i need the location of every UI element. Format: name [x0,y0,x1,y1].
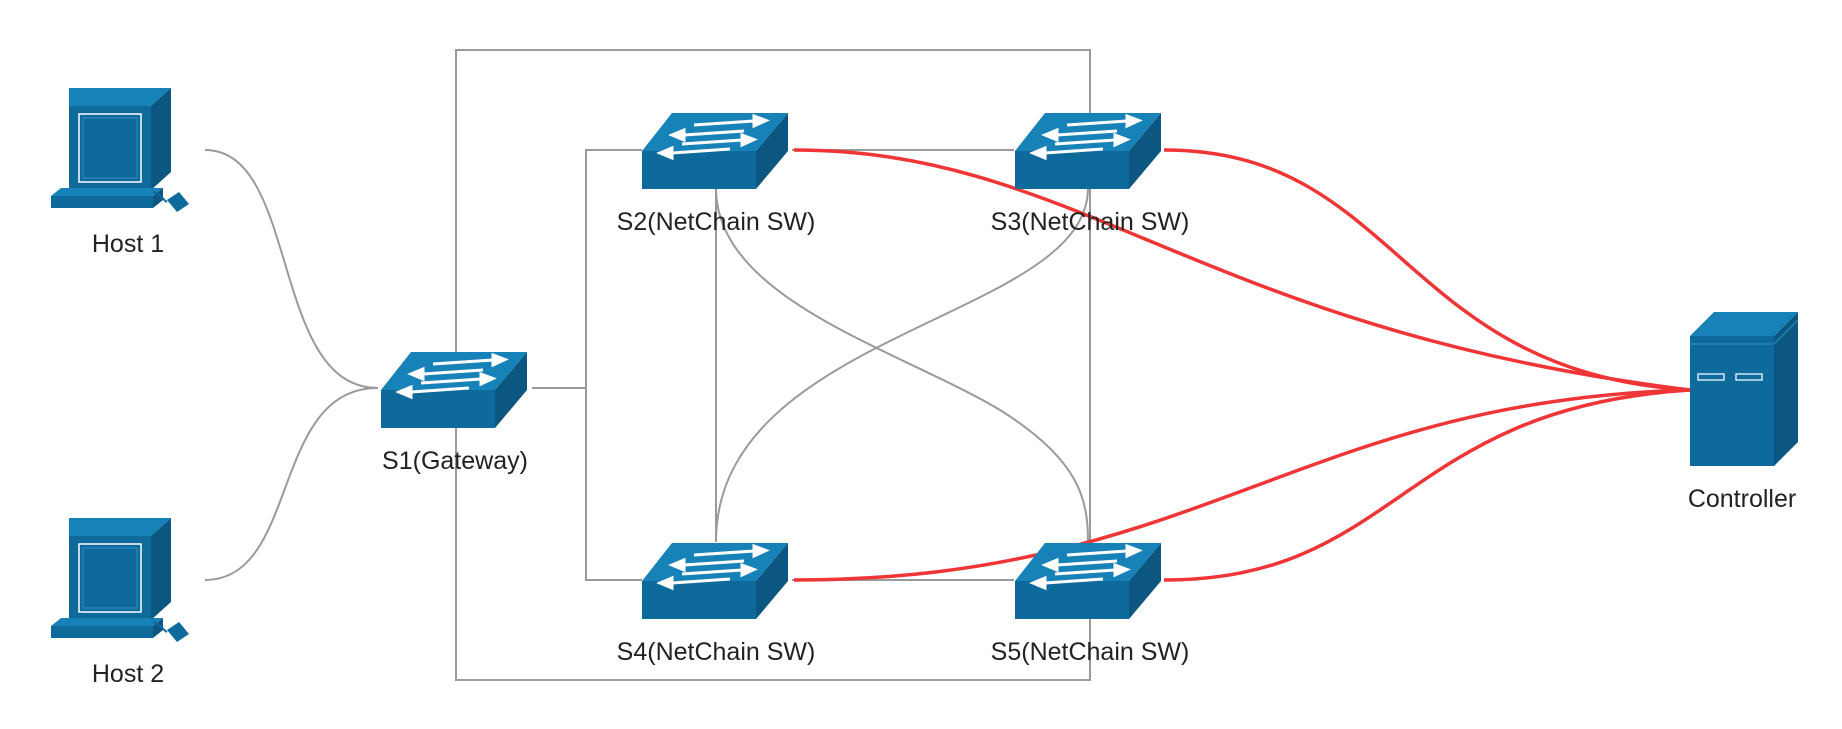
s3-switch-icon[interactable] [1013,111,1163,191]
link-s3-controller [1163,148,1691,392]
link-s5-controller [1163,388,1691,582]
s3-label: S3(NetChain SW) [990,208,1190,236]
host1-label: Host 1 [91,230,165,258]
controller-label: Controller [1687,485,1797,513]
link-bus-s2-s4 [585,149,642,581]
s1-switch-icon[interactable] [379,350,529,430]
controller-server-icon[interactable] [1689,311,1799,467]
link-s4-controller [793,388,1691,582]
s4-switch-icon[interactable] [640,541,790,621]
link-s2-s5 [715,187,1089,543]
host2-label: Host 2 [91,660,165,688]
s1-label: S1(Gateway) [382,447,528,475]
controller-links [793,148,1691,582]
link-s3-s4 [715,187,1089,543]
s2-label: S2(NetChain SW) [616,208,816,236]
link-host2-s1 [204,387,379,581]
link-s2-controller [793,148,1691,392]
s4-label: S4(NetChain SW) [616,638,816,666]
host1-computer-icon[interactable] [50,87,190,213]
s5-switch-icon[interactable] [1013,541,1163,621]
s2-switch-icon[interactable] [640,111,790,191]
link-host1-s1 [204,149,379,389]
host2-computer-icon[interactable] [50,517,190,643]
s5-label: S5(NetChain SW) [990,638,1190,666]
